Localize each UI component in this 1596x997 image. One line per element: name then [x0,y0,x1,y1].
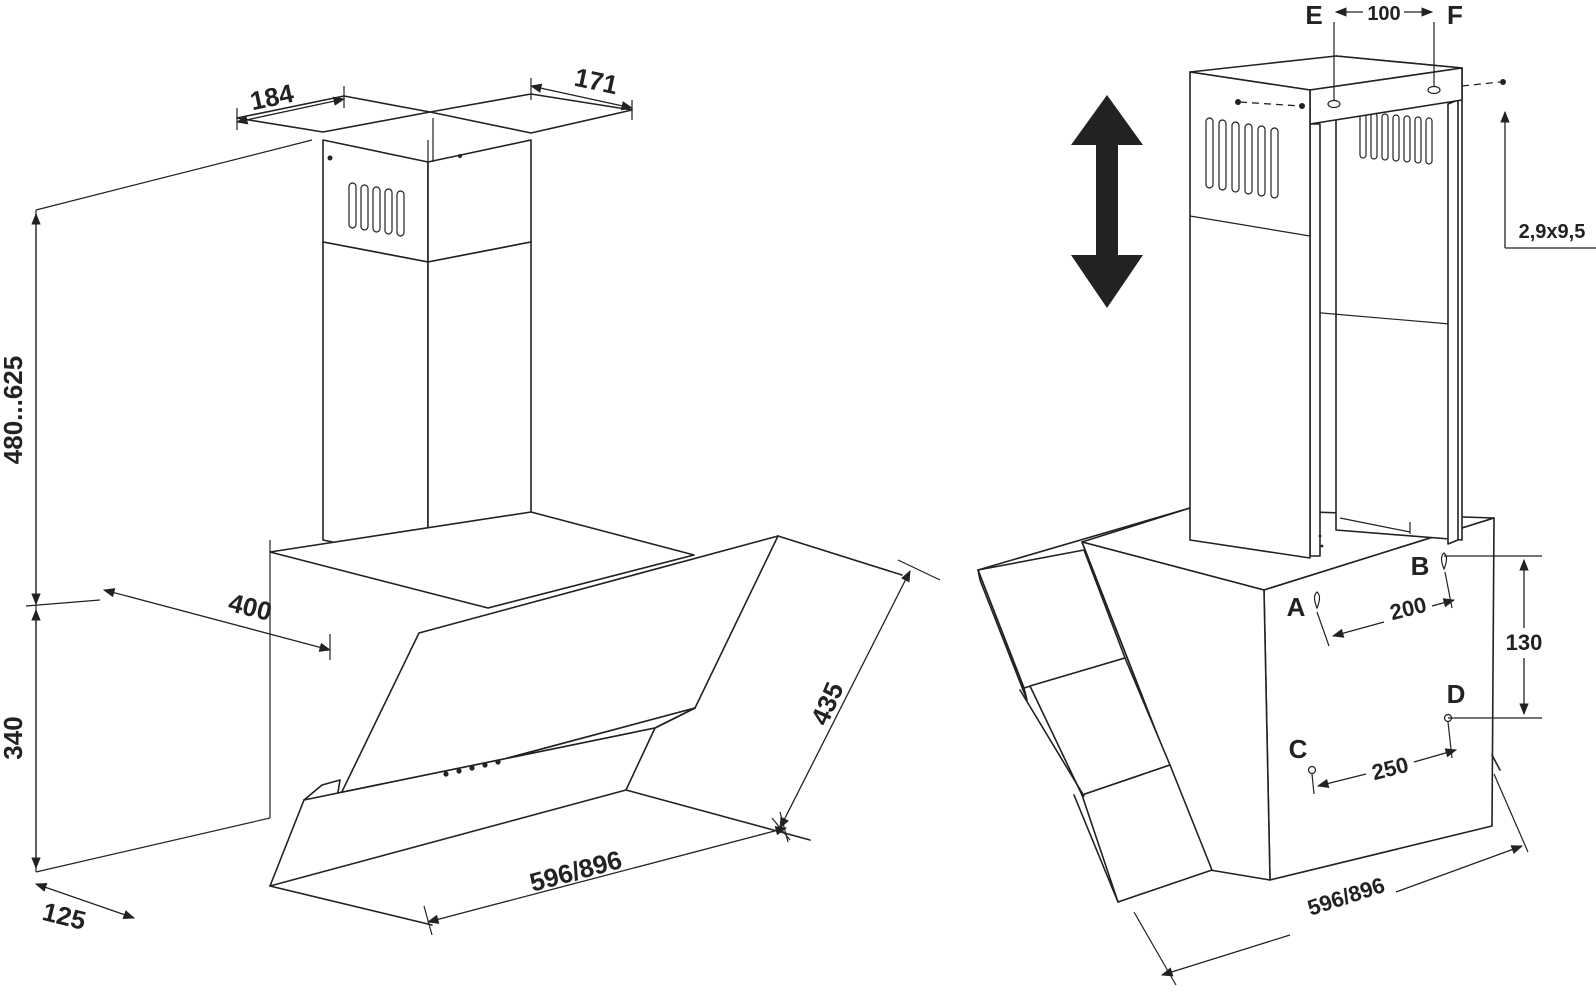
hood-glass-panel-right [977,507,1213,903]
dim-chimney-width-label: 171 [572,62,621,100]
chimney [322,118,532,563]
chimney-vents [348,182,405,237]
dim-vertical-spacing-label: 130 [1506,630,1543,655]
hood-top-plate [269,511,695,609]
label-a: A [1287,592,1306,622]
chimney-top-outline [236,93,633,134]
label-b: B [1411,551,1430,581]
wall-outline [25,139,313,873]
dim-screw-size-label: 2,9x9,5 [1519,221,1586,243]
telescopic-chimney [1189,55,1506,559]
left-view: 184 171 480...625 340 400 435 596/896 12… [0,62,941,936]
dim-hood-width-right-label: 596/896 [1304,872,1387,920]
label-d: D [1447,679,1466,709]
label-e: E [1305,0,1322,30]
dim-body-height-label: 340 [0,716,28,759]
dim-hood-depth-label: 435 [805,678,850,730]
dim-height-range-label: 480...625 [0,356,28,464]
dimension-labels-right: E F 100 2,9x9,5 A B C D 200 130 250 596/… [1287,0,1586,921]
dim-hood-width-label: 596/896 [526,844,625,897]
dimension-lines-right [1133,7,1596,986]
dim-mount-width-label: 400 [226,587,275,627]
label-c: C [1289,734,1308,764]
dim-bracket-spacing-label: 100 [1367,3,1400,25]
right-view: E F 100 2,9x9,5 A B C D 200 130 250 596/… [977,0,1596,986]
dim-wall-offset-label: 125 [40,896,89,936]
control-buttons [443,759,501,777]
double-arrow-vertical-icon [1071,95,1143,308]
label-f: F [1447,0,1463,30]
dimension-lines-left [31,78,941,936]
